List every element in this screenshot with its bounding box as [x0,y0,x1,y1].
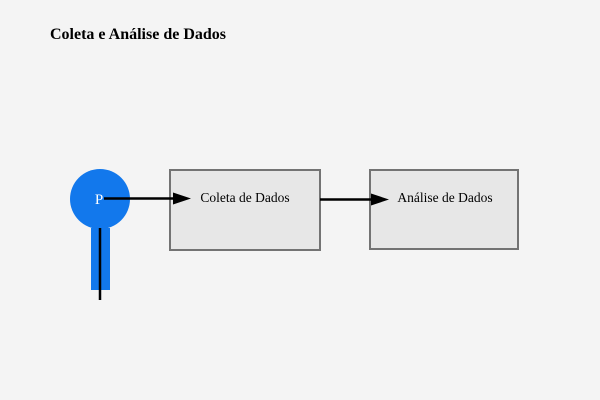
node-coleta: Coleta de Dados [169,169,321,251]
arrow-actor-to-coleta [104,192,191,205]
node-analise-box [369,169,519,250]
arrow-coleta-to-analise [320,193,389,206]
node-analise-label: Análise de Dados [397,190,492,205]
node-coleta-label: Coleta de Dados [200,190,289,205]
node-analise: Análise de Dados [369,169,519,250]
actor-figure: P [70,169,130,300]
arrow-coleta-to-analise-head [371,193,389,206]
arrow-actor-to-coleta-head [173,192,191,205]
actor-head-shape [70,169,130,229]
actor-label: P [95,192,103,208]
diagram-title: Coleta e Análise de Dados [50,26,226,43]
node-coleta-box [169,169,321,251]
